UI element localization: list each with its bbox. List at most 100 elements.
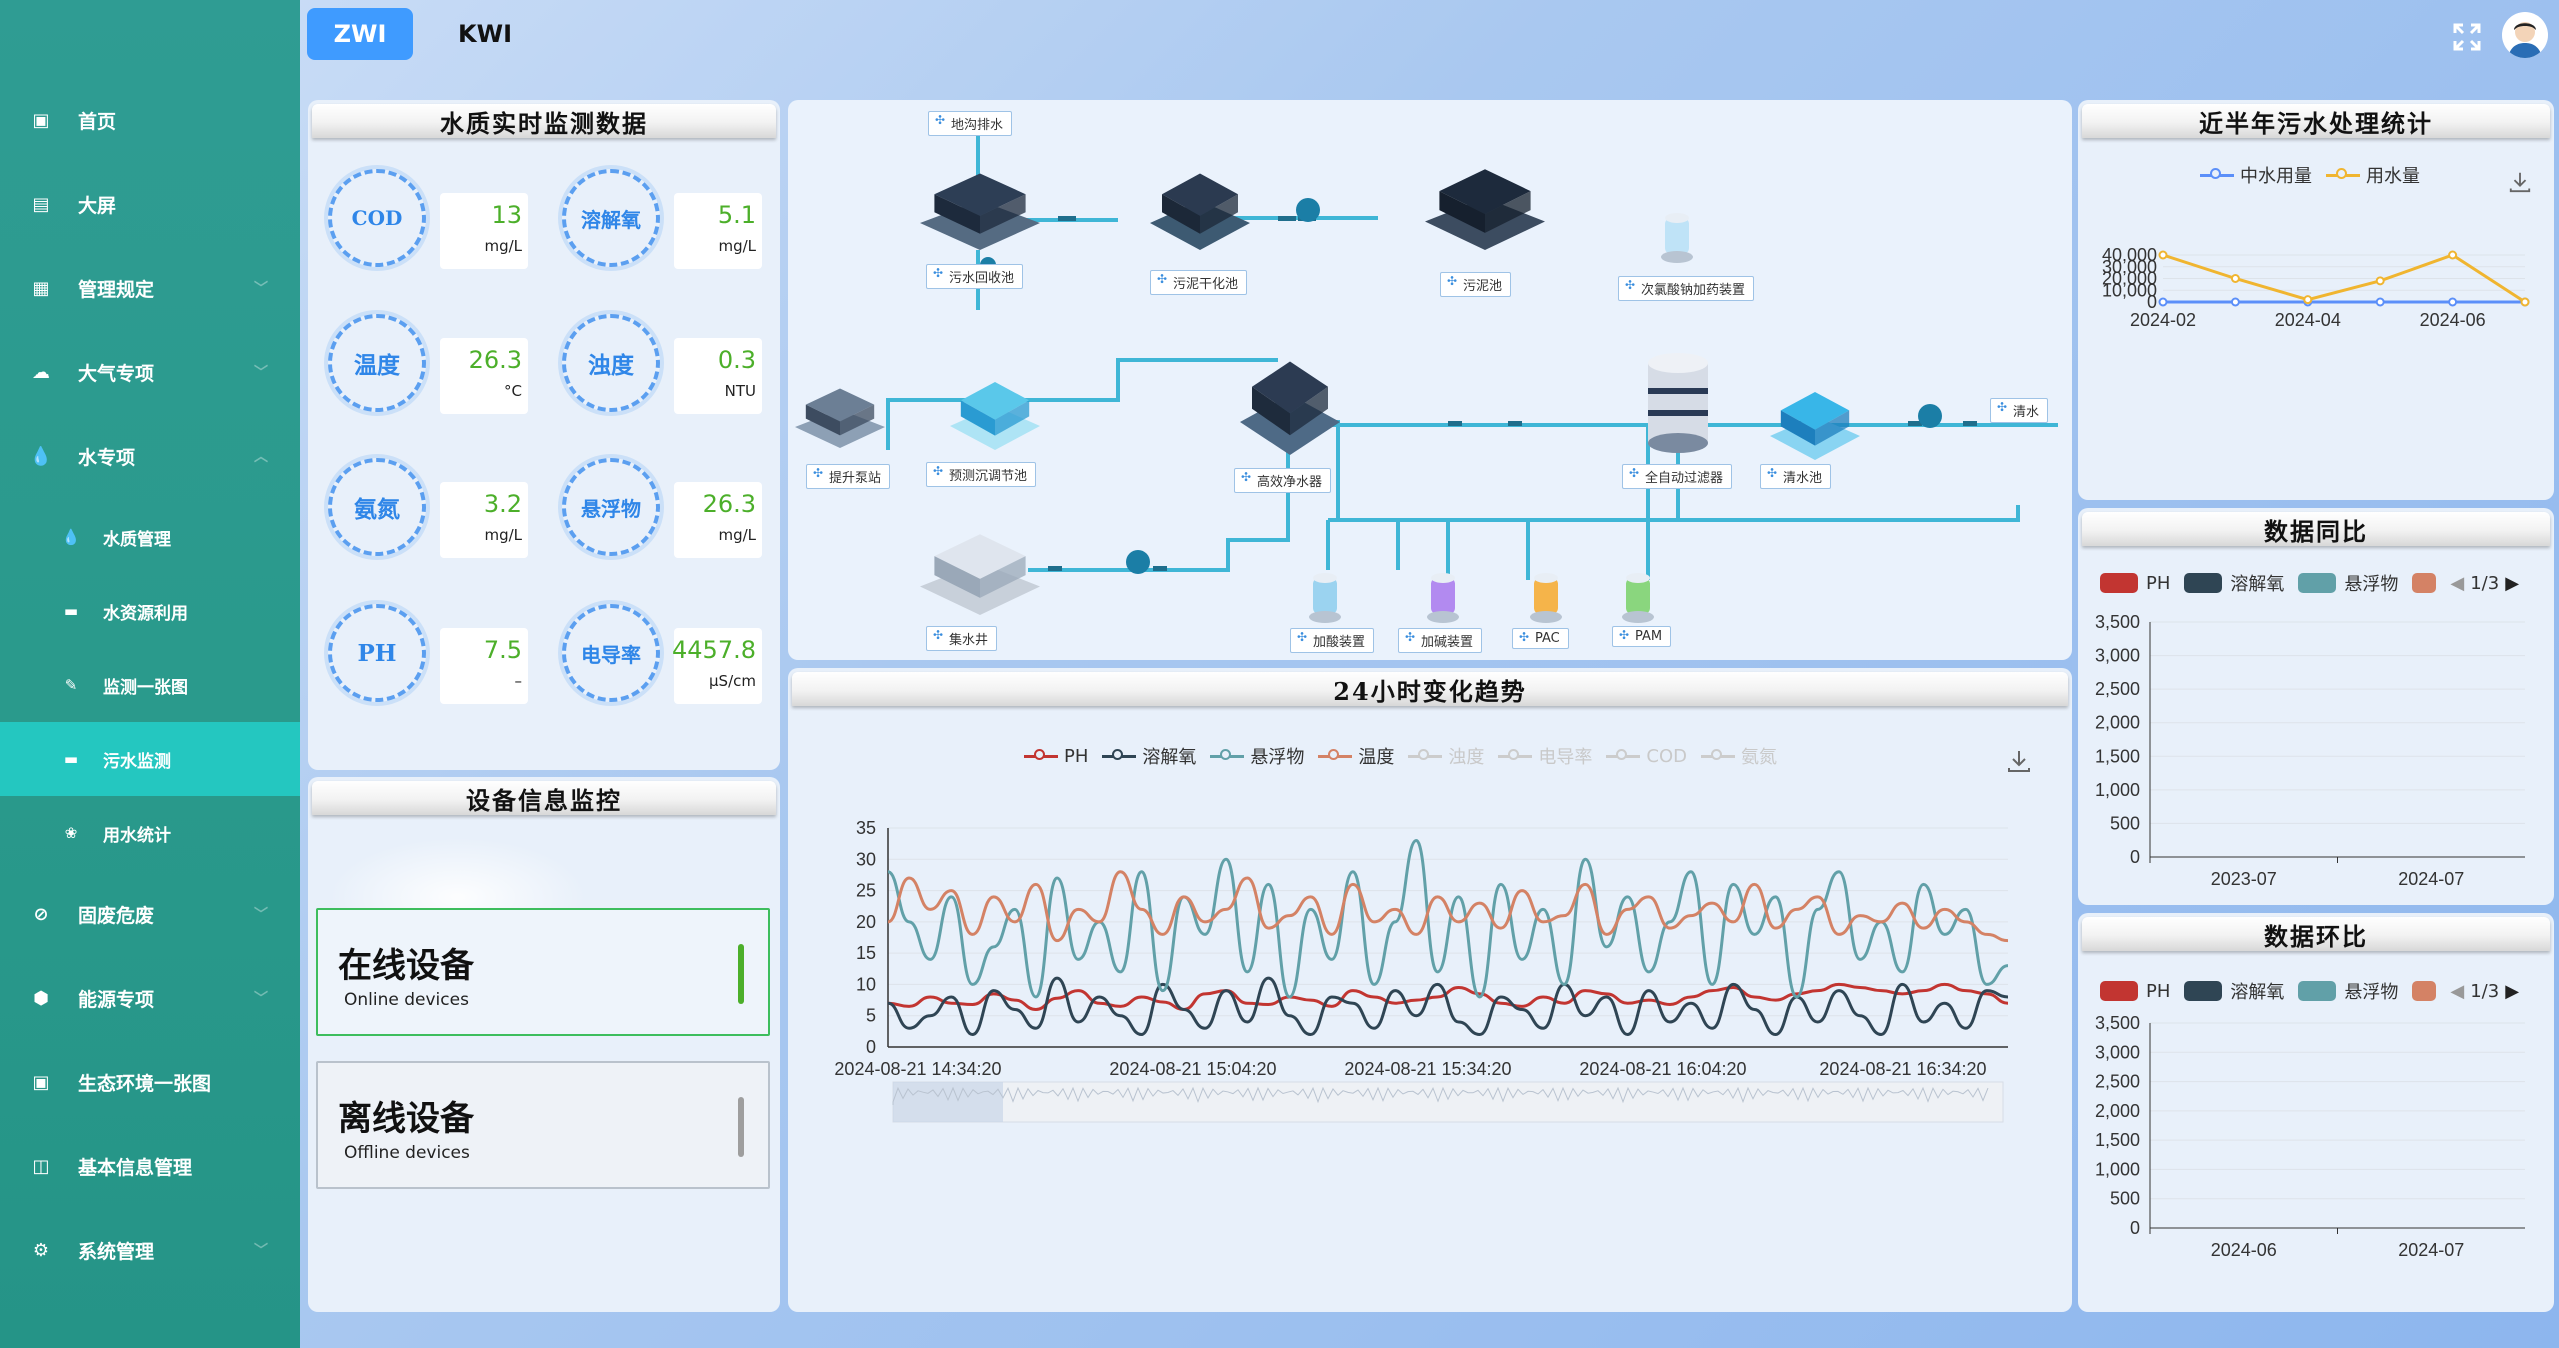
legend-label: 悬浮物 — [1250, 747, 1305, 768]
series-point — [2230, 297, 2240, 307]
diagram-label[interactable]: 预测沉调节池 — [926, 462, 1037, 487]
metric-value: 26.3 — [702, 490, 756, 518]
tank-adjust[interactable] — [950, 370, 1040, 450]
metric-unit: mg/L — [718, 526, 756, 544]
diagram-label[interactable]: 清水池 — [1760, 464, 1832, 489]
page-next-icon[interactable]: ▶ — [2505, 572, 2520, 594]
diagram-label[interactable]: 高效净水器 — [1234, 468, 1332, 493]
sidebar-item-9[interactable]: ❀用水统计 — [0, 803, 300, 863]
metric-name: 温度 — [354, 352, 400, 379]
tab-zwi[interactable]: ZWI — [307, 8, 413, 60]
clean-pool[interactable] — [1770, 380, 1860, 460]
legend-item[interactable]: PH — [1024, 746, 1088, 767]
sidebar-item-3[interactable]: ☁大气专项﹀ — [0, 342, 300, 402]
sidebar-item-label: 能源专项 — [78, 988, 155, 1011]
tab-kwi[interactable]: KWI — [458, 20, 512, 48]
zoom-slider-window[interactable] — [893, 1082, 1003, 1122]
zoom-slider-track[interactable] — [892, 1081, 2004, 1123]
panel-title: 水质实时监测数据 — [312, 104, 776, 138]
tank-sewage-recovery[interactable] — [920, 160, 1040, 250]
legend-item[interactable]: 浊度 — [1408, 743, 1484, 769]
diagram-label[interactable]: 集水井 — [926, 626, 998, 651]
sidebar-item-7[interactable]: ✎监测一张图 — [0, 655, 300, 715]
legend-item[interactable]: 溶解氧 — [1102, 743, 1196, 769]
legend-item[interactable]: 溶解氧 — [2184, 570, 2284, 596]
metric-ring: 氨氮 — [328, 458, 426, 556]
legend-item[interactable]: COD — [1606, 746, 1687, 767]
yoy-chart: 05001,0001,5002,0002,5003,0003,5002023-0… — [2095, 612, 2525, 889]
offline-devices-card[interactable]: 离线设备 Offline devices — [316, 1061, 770, 1189]
sidebar-item-12[interactable]: ▣生态环境一张图 — [0, 1052, 300, 1112]
diagram-label[interactable]: 地沟排水 — [928, 111, 1013, 136]
y-tick-label: 500 — [2110, 1189, 2140, 1209]
legend-item[interactable]: PH — [2100, 981, 2170, 1002]
diagram-label[interactable]: 污泥池 — [1440, 272, 1512, 297]
tank-sludge[interactable] — [1425, 155, 1545, 250]
offline-subtitle: Offline devices — [344, 1143, 470, 1163]
dosing-device[interactable] — [1423, 570, 1463, 625]
legend-item[interactable]: 悬浮物 — [1210, 743, 1304, 769]
sidebar-item-10[interactable]: ⊘固废危废﹀ — [0, 884, 300, 944]
page-prev-icon[interactable]: ◀ — [2450, 980, 2465, 1002]
panel-title: 近半年污水处理统计 — [2082, 104, 2550, 138]
sidebar-item-0[interactable]: ▣首页 — [0, 90, 300, 150]
diagram-label[interactable]: PAM — [1612, 626, 1672, 647]
legend-item[interactable]: 中水用量 — [2200, 162, 2312, 188]
legend-item[interactable]: 悬浮物 — [2298, 570, 2398, 596]
diagram-label[interactable]: 次氯酸钠加药装置 — [1618, 276, 1755, 301]
series-point — [2375, 297, 2385, 307]
dosing-device[interactable] — [1305, 570, 1345, 625]
legend-swatch — [2200, 167, 2234, 179]
x-tick-label: 2024-04 — [2275, 310, 2341, 330]
page-next-icon[interactable]: ▶ — [2505, 980, 2520, 1002]
y-tick-label: 500 — [2110, 813, 2140, 833]
metric-name: COD — [351, 206, 403, 230]
legend-item[interactable]: 用水量 — [2326, 162, 2420, 188]
device-panel: 设备信息监控 — [308, 777, 780, 1312]
diagram-label[interactable]: 污水回收池 — [926, 264, 1024, 289]
legend-item[interactable]: 温度 — [1318, 743, 1394, 769]
diagram-label[interactable]: 提升泵站 — [806, 464, 891, 489]
sidebar-item-5[interactable]: 💧水质管理 — [0, 507, 300, 567]
purifier[interactable] — [1240, 345, 1340, 455]
tank-sludge-dry[interactable] — [1150, 160, 1250, 250]
online-devices-card[interactable]: 在线设备 Online devices — [316, 908, 770, 1036]
diagram-label[interactable]: 全自动过滤器 — [1622, 464, 1733, 489]
page-prev-icon[interactable]: ◀ — [2450, 572, 2465, 594]
sidebar-item-4[interactable]: 💧水专项︿ — [0, 426, 300, 486]
diagram-label[interactable]: 加酸装置 — [1290, 628, 1375, 653]
diagram-label[interactable]: 清水 — [1990, 398, 2049, 423]
diagram-label[interactable]: 污泥干化池 — [1150, 270, 1248, 295]
diagram-label[interactable]: 加碱装置 — [1398, 628, 1483, 653]
sidebar-item-14[interactable]: ⚙系统管理﹀ — [0, 1220, 300, 1280]
sidebar-item-13[interactable]: ◫基本信息管理 — [0, 1136, 300, 1196]
sidebar-item-1[interactable]: ▤大屏 — [0, 174, 300, 234]
fullscreen-icon[interactable] — [2452, 22, 2482, 52]
sidebar-item-6[interactable]: ▬水资源利用 — [0, 581, 300, 641]
legend-page: 1/3 — [2470, 572, 2500, 594]
download-icon[interactable] — [2006, 748, 2032, 774]
legend-item[interactable]: 电导率 — [1498, 743, 1592, 769]
dosing-device[interactable] — [1526, 570, 1566, 625]
dosing-device[interactable] — [1657, 210, 1697, 265]
avatar-icon[interactable] — [2502, 12, 2548, 58]
sidebar-item-11[interactable]: ⬢能源专项﹀ — [0, 968, 300, 1028]
sidebar-item-2[interactable]: ▦管理规定﹀ — [0, 258, 300, 318]
sidebar-item-8[interactable]: ▬污水监测 — [0, 722, 300, 796]
legend-label: 氨氮 — [1741, 747, 1777, 768]
legend-item[interactable]: 氨氮 — [1701, 743, 1777, 769]
dosing-device[interactable] — [1618, 570, 1658, 625]
download-icon[interactable] — [2508, 170, 2532, 194]
collection-well[interactable] — [920, 520, 1040, 615]
auto-filter[interactable] — [1643, 348, 1713, 458]
legend-item[interactable]: 溶解氧 — [2184, 978, 2284, 1004]
legend-label: 温度 — [1358, 747, 1395, 768]
legend-item[interactable]: PH — [2100, 573, 2170, 594]
legend-item[interactable]: 悬浮物 — [2298, 978, 2398, 1004]
sidebar-item-label: 水专项 — [78, 446, 136, 469]
pump-station[interactable] — [795, 378, 885, 448]
diagram-label[interactable]: PAC — [1512, 628, 1569, 649]
yoy-legend: PH 溶解氧悬浮物 ◀1/3▶ — [2100, 570, 2519, 596]
